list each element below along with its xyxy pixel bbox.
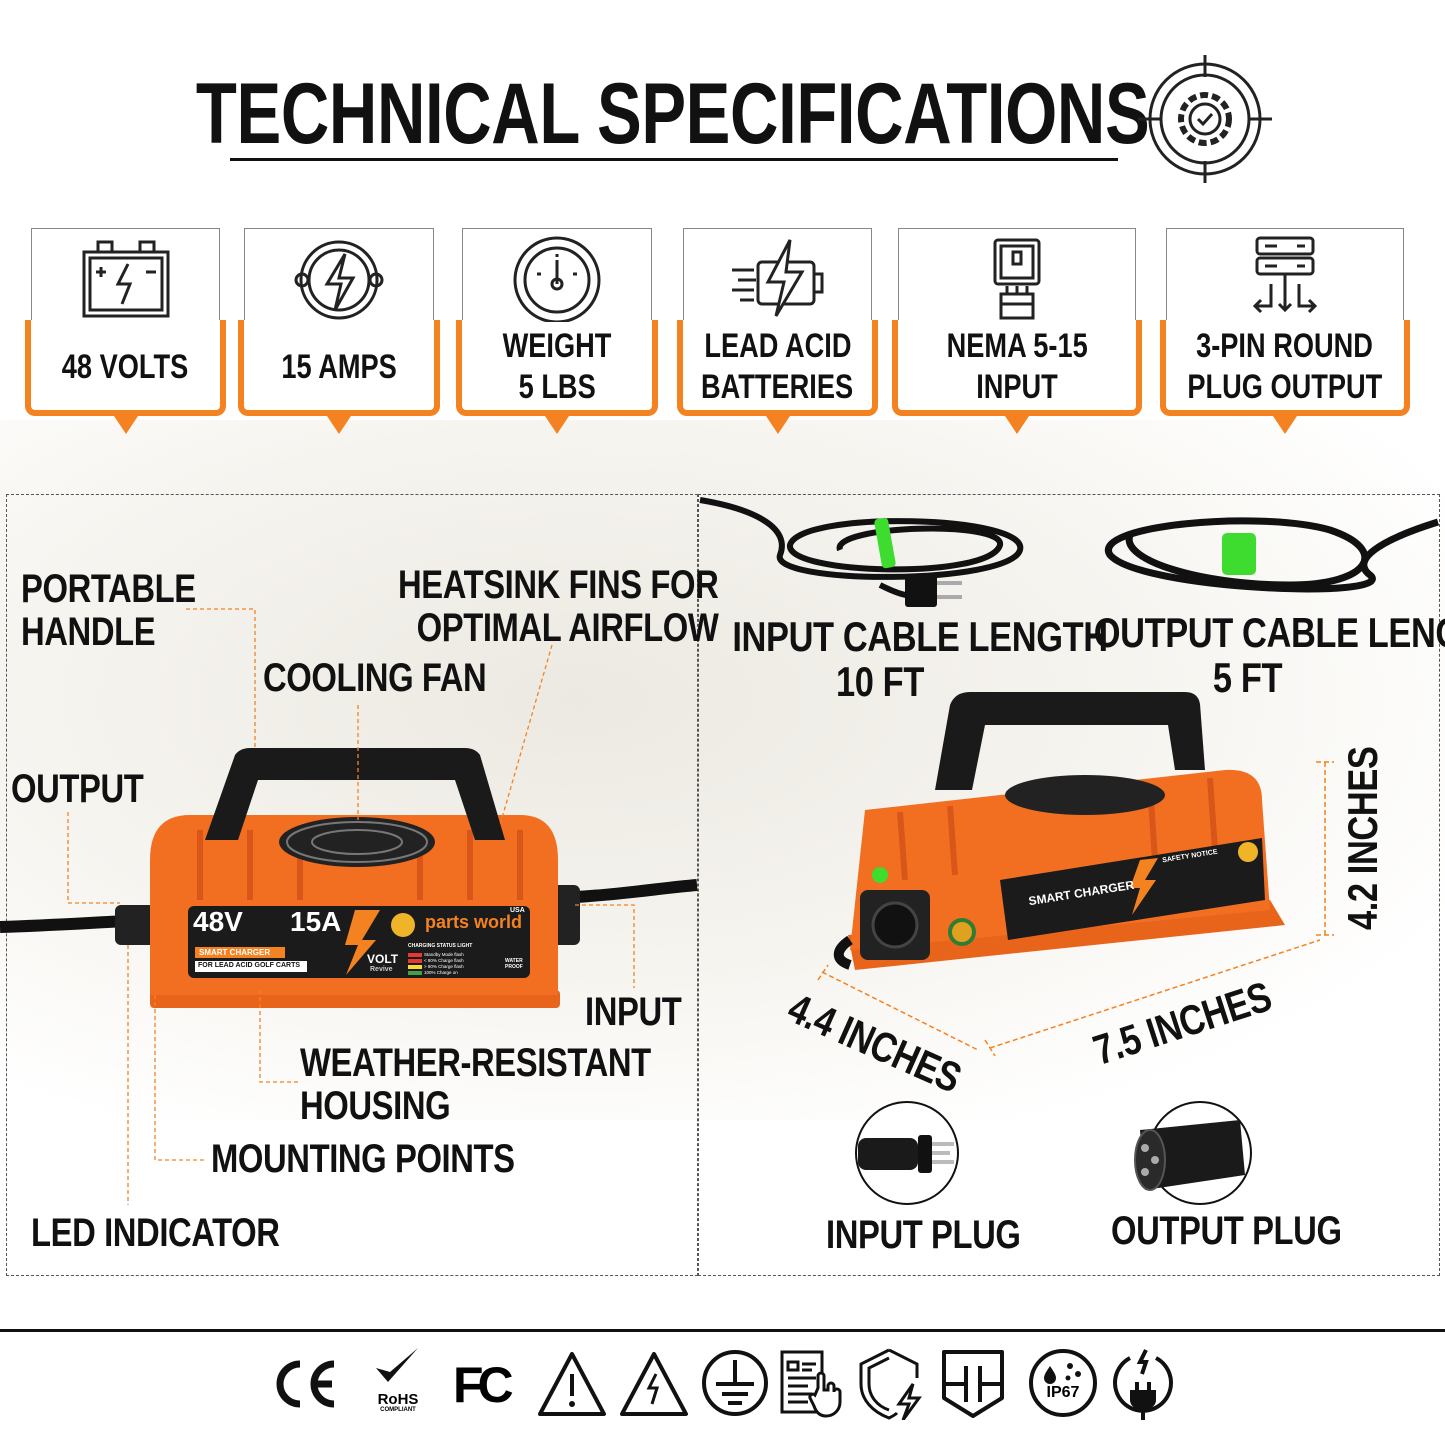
- fast-charge-battery-icon: [731, 239, 823, 317]
- status-title: CHARGING STATUS LIGHT: [408, 943, 473, 949]
- status-row: > 80% Charge flash: [424, 964, 464, 969]
- spec-label: 15 AMPS: [281, 347, 397, 386]
- label-lead-acid: FOR LEAD ACID GOLF CARTS: [198, 962, 301, 969]
- gear-target-check-icon: [1138, 55, 1272, 183]
- server-output-icon: [1252, 236, 1318, 314]
- label-led-indicator: LED INDICATOR: [31, 1211, 280, 1255]
- spec-label: 3-PIN ROUND: [1196, 327, 1374, 366]
- waterproof-badge: WATER PROOF: [505, 958, 523, 970]
- spec-label: BATTERIES: [701, 368, 854, 406]
- spec-label: NEMA 5-15: [946, 327, 1088, 366]
- page-title: TECHNICAL SPECIFICATIONS: [195, 66, 1150, 162]
- spec-label: WEIGHT: [502, 327, 612, 366]
- callout-lines: [67, 608, 635, 1205]
- volt-logo: VOLT: [367, 952, 399, 966]
- spec-label: 48 VOLTS: [62, 347, 189, 386]
- output-plug-label: OUTPUT PLUG: [1111, 1209, 1342, 1253]
- battery-bolt-icon: [82, 240, 169, 318]
- input-plug-image: [855, 1101, 959, 1205]
- label-smart-charger: SMART CHARGER: [199, 948, 271, 957]
- footer-divider: [0, 1329, 1445, 1332]
- ip67-icon: IP67: [1028, 1348, 1098, 1418]
- spec-voltage: 48 VOLTS: [25, 228, 226, 434]
- ground-symbol-icon: [702, 1350, 768, 1416]
- brand-logo: parts world: [425, 912, 523, 932]
- dimension-lines: [817, 761, 1334, 1057]
- warning-triangle-icon: [538, 1352, 606, 1416]
- status-row: Standby Mode flash: [424, 952, 464, 957]
- output-cable-coil: [1104, 517, 1440, 593]
- status-legend: Standby Mode flash < 80% Charge flash > …: [424, 952, 464, 976]
- wall-outlet-icon: [993, 238, 1041, 320]
- ce-mark-icon: [276, 1360, 335, 1408]
- label-output: OUTPUT: [11, 767, 144, 811]
- power-plug-icon: [1113, 1349, 1173, 1420]
- scale-gauge-icon: [513, 236, 601, 322]
- double-insulation-icon: [942, 1350, 1004, 1418]
- spec-label: LEAD ACID: [703, 327, 852, 366]
- spec-current: 15 AMPS: [238, 228, 440, 434]
- input-cable-coil: [699, 497, 1024, 600]
- rohs-compliant-icon: RoHS COMPLIANT: [368, 1348, 428, 1420]
- title-underline: [230, 158, 1118, 161]
- high-voltage-warning-icon: [620, 1352, 688, 1416]
- input-plug-label: INPUT PLUG: [826, 1213, 1021, 1257]
- status-row: 100% Charge on: [424, 970, 458, 975]
- shield-bolt-icon: [859, 1348, 922, 1420]
- output-plug-image: [1134, 1101, 1252, 1205]
- fcc-mark-icon: FC: [453, 1357, 514, 1413]
- label-cooling-fan: COOLING FAN: [263, 656, 487, 700]
- revive-logo: Revive: [370, 966, 393, 973]
- output-cable-length: OUTPUT CABLE LENGTH5 FT: [1093, 609, 1445, 702]
- spec-label: INPUT: [976, 368, 1058, 406]
- manual-touch-icon: [780, 1350, 842, 1418]
- label-mounting-points: MOUNTING POINTS: [211, 1137, 515, 1181]
- label-current: 15A: [290, 906, 342, 937]
- brand-country: USA: [510, 907, 525, 914]
- charger-front-view: [0, 748, 698, 1008]
- label-voltage: 48V: [193, 906, 243, 937]
- status-row: < 80% Charge flash: [424, 958, 464, 963]
- label-input: INPUT: [585, 990, 682, 1034]
- bolt-circle-icon: [294, 240, 384, 320]
- height-dimension: 4.2 INCHES: [1339, 746, 1386, 930]
- spec-label: PLUG OUTPUT: [1187, 368, 1383, 406]
- dimensions-panel: [698, 494, 1440, 1276]
- features-panel: [6, 494, 698, 1276]
- charger-angled-view: [833, 692, 1285, 970]
- spec-label: 5 LBS: [518, 368, 596, 406]
